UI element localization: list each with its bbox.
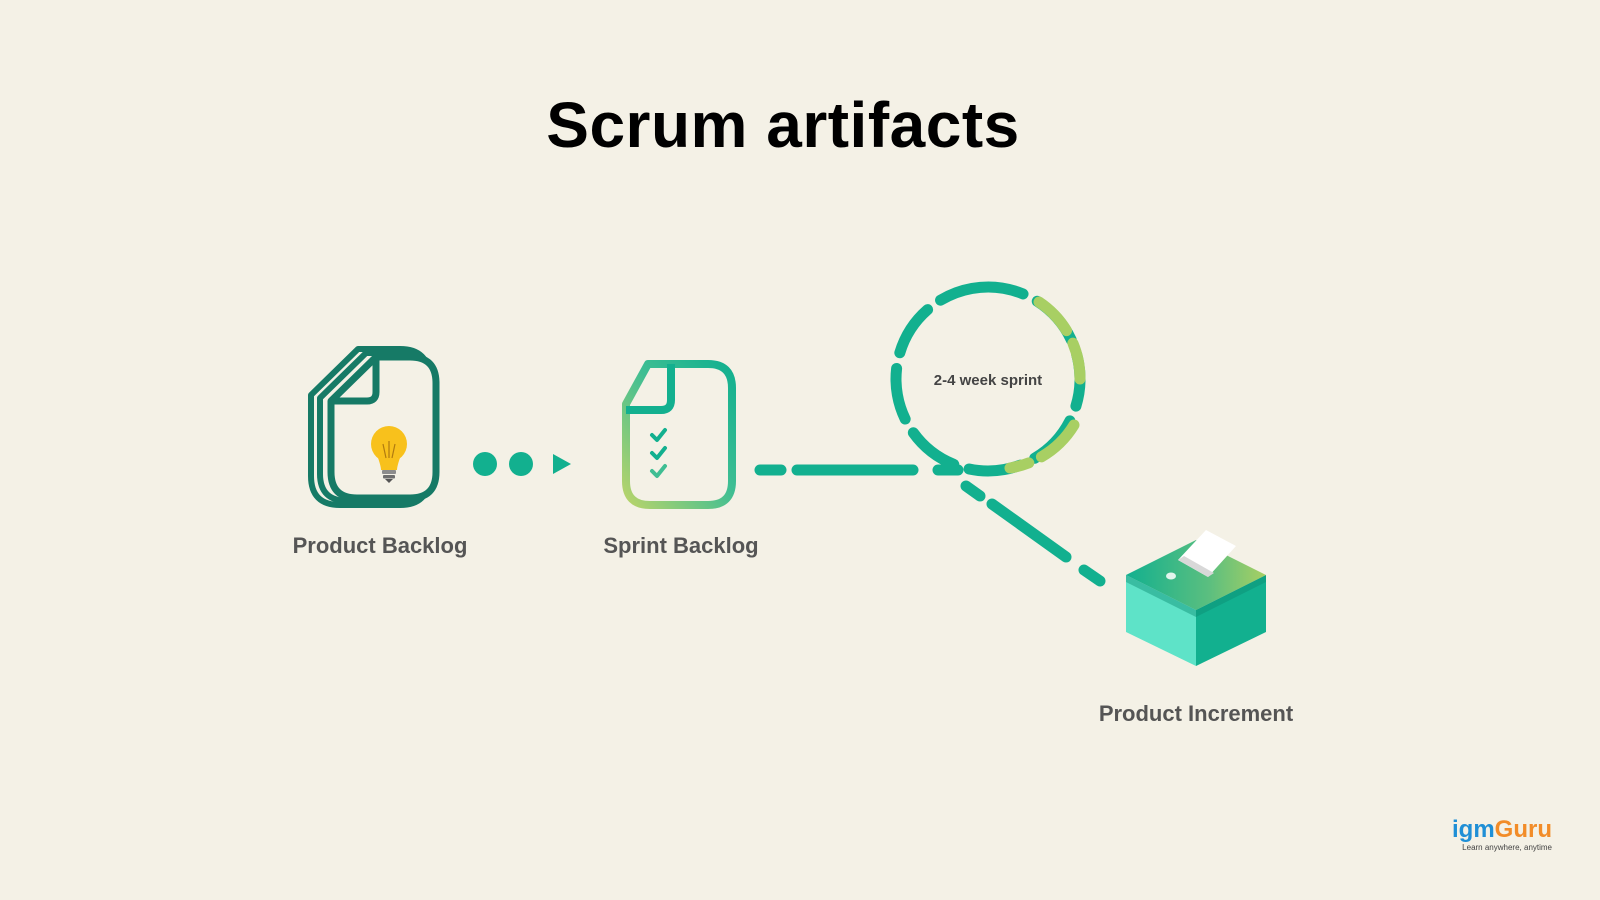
logo-brand-part2: Guru xyxy=(1494,816,1552,843)
increment-connector-line xyxy=(932,464,1106,587)
product-backlog-icon xyxy=(308,346,440,508)
product-increment-icon xyxy=(1126,530,1266,666)
product-backlog-label: Product Backlog xyxy=(292,533,468,558)
checklist xyxy=(650,428,709,478)
sprint-cycle-circle xyxy=(890,281,1086,477)
flow-connector-dots xyxy=(473,452,571,476)
product-increment-label: Product Increment xyxy=(1098,701,1294,726)
logo-brand-part1: igm xyxy=(1452,816,1495,843)
logo-tagline: Learn anywhere, anytime xyxy=(1462,843,1552,852)
sprint-backlog-label: Sprint Backlog xyxy=(603,533,759,558)
sprint-cycle-label: 2-4 week sprint xyxy=(934,372,1042,389)
sprint-backlog-icon xyxy=(622,360,736,509)
light-bulb-icon xyxy=(371,426,407,483)
page-title: Scrum artifacts xyxy=(546,89,1020,161)
brand-logo: igmGuru Learn anywhere, anytime xyxy=(1452,816,1552,853)
